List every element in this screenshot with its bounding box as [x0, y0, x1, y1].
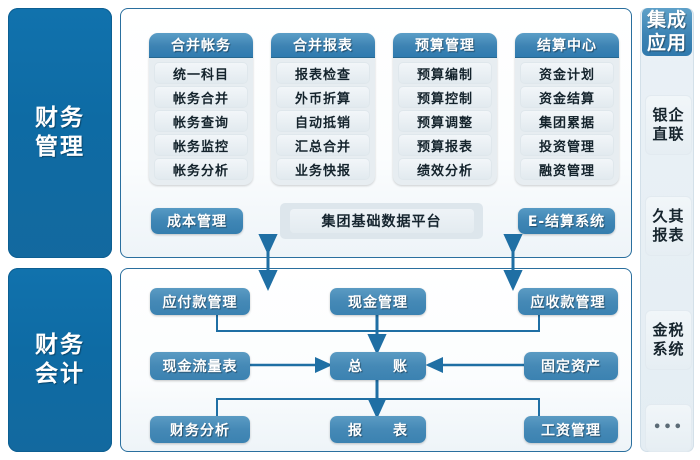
box-cash-flow-statement[interactable]: 现金流量表 — [150, 352, 250, 380]
connector-ap-down — [216, 312, 218, 332]
cost-management-box[interactable]: 成本管理 — [151, 208, 243, 234]
rail-item-jiuqi-reports[interactable]: 久其 报表 — [645, 196, 692, 256]
connector-row3-bus — [216, 398, 540, 400]
rail-item-label: 久其 报表 — [652, 207, 685, 244]
module-item[interactable]: 预算编制 — [398, 62, 492, 84]
module-item[interactable]: 帐务查询 — [154, 110, 248, 132]
rail-item-more-ellipsis[interactable]: ••• — [645, 404, 692, 452]
category-financial-management-label: 财务 管理 — [35, 105, 85, 160]
module-column-settlement-center[interactable]: 结算中心 资金计划 资金结算 集团累据 投资管理 融资管理 — [515, 33, 619, 185]
box-general-ledger[interactable]: 总 账 — [330, 352, 426, 380]
module-item[interactable]: 帐务监控 — [154, 134, 248, 156]
module-column-merged-statements[interactable]: 合并报表 报表检查 外币折算 自动抵销 汇总合并 业务快报 — [271, 33, 375, 185]
connector-payroll-up — [538, 398, 540, 416]
module-header-settlement-center: 结算中心 — [515, 33, 619, 58]
module-item[interactable]: 帐务合并 — [154, 86, 248, 108]
module-item[interactable]: 帐务分析 — [154, 158, 248, 180]
box-payroll-management[interactable]: 工资管理 — [524, 416, 618, 443]
module-header-merged-accounting: 合并帐务 — [149, 33, 253, 58]
panel-financial-management: 合并帐务 统一科目 帐务合并 帐务查询 帐务监控 帐务分析 合并报表 报表检查 … — [120, 8, 632, 258]
data-platform-container: 集团基础数据平台 — [280, 203, 483, 239]
connector-row1-bus — [216, 330, 540, 332]
module-items-budget-management: 预算编制 预算控制 预算调整 预算报表 绩效分析 — [393, 58, 497, 185]
module-item[interactable]: 外币折算 — [276, 86, 370, 108]
module-items-settlement-center: 资金计划 资金结算 集团累据 投资管理 融资管理 — [515, 58, 619, 185]
box-financial-analysis[interactable]: 财务分析 — [150, 416, 250, 443]
module-item[interactable]: 预算控制 — [398, 86, 492, 108]
module-item[interactable]: 汇总合并 — [276, 134, 370, 156]
data-platform-box[interactable]: 集团基础数据平台 — [289, 209, 474, 233]
module-item[interactable]: 预算调整 — [398, 110, 492, 132]
connector-ar-down — [538, 312, 540, 332]
module-item[interactable]: 统一科目 — [154, 62, 248, 84]
category-financial-accounting[interactable]: 财务 会计 — [8, 268, 112, 452]
module-item[interactable]: 投资管理 — [520, 134, 614, 156]
category-financial-management[interactable]: 财务 管理 — [8, 8, 112, 258]
module-item[interactable]: 资金计划 — [520, 62, 614, 84]
module-item[interactable]: 融资管理 — [520, 158, 614, 180]
e-settlement-box[interactable]: E-结算系统 — [518, 208, 615, 234]
connector-fa-up — [216, 398, 218, 416]
box-cash-management[interactable]: 现金管理 — [330, 288, 426, 315]
box-fixed-assets[interactable]: 固定资产 — [524, 352, 618, 380]
module-column-budget-management[interactable]: 预算管理 预算编制 预算控制 预算调整 预算报表 绩效分析 — [393, 33, 497, 185]
module-item[interactable]: 自动抵销 — [276, 110, 370, 132]
box-accounts-payable[interactable]: 应付款管理 — [150, 288, 250, 315]
module-item[interactable]: 预算报表 — [398, 134, 492, 156]
rail-item-label: 银企 直联 — [652, 106, 685, 143]
integration-rail-header-label: 集成 应用 — [646, 9, 687, 54]
module-item[interactable]: 绩效分析 — [398, 158, 492, 180]
module-header-merged-statements: 合并报表 — [271, 33, 375, 58]
rail-item-label: 金税 系统 — [652, 321, 685, 358]
box-reports[interactable]: 报 表 — [330, 416, 426, 443]
category-financial-accounting-label: 财务 会计 — [35, 332, 85, 387]
box-accounts-receivable[interactable]: 应收款管理 — [518, 288, 618, 315]
rail-item-bank-enterprise-link[interactable]: 银企 直联 — [645, 95, 692, 155]
module-item[interactable]: 业务快报 — [276, 158, 370, 180]
module-item[interactable]: 报表检查 — [276, 62, 370, 84]
rail-item-golden-tax-system[interactable]: 金税 系统 — [645, 310, 692, 370]
module-items-merged-statements: 报表检查 外币折算 自动抵销 汇总合并 业务快报 — [271, 58, 375, 185]
module-header-budget-management: 预算管理 — [393, 33, 497, 58]
module-column-merged-accounting[interactable]: 合并帐务 统一科目 帐务合并 帐务查询 帐务监控 帐务分析 — [149, 33, 253, 185]
rail-item-label: ••• — [653, 419, 684, 435]
module-items-merged-accounting: 统一科目 帐务合并 帐务查询 帐务监控 帐务分析 — [149, 58, 253, 185]
module-item[interactable]: 集团累据 — [520, 110, 614, 132]
integration-rail-header: 集成 应用 — [642, 8, 692, 56]
module-item[interactable]: 资金结算 — [520, 86, 614, 108]
